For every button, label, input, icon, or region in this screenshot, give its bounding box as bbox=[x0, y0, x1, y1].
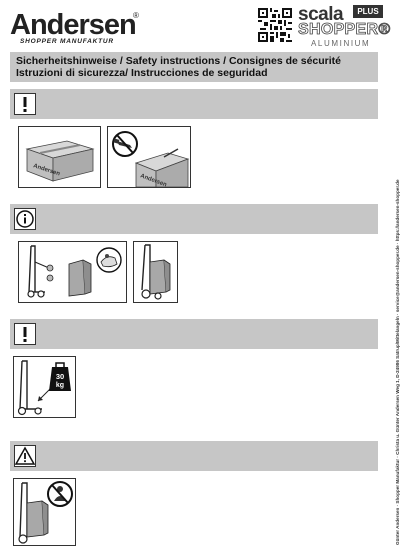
company-contact-vertical: Günter Andersen · Shopper Manufaktur · C… bbox=[387, 95, 400, 546]
weight-icon: 30 kg bbox=[49, 362, 71, 391]
section-2-header bbox=[10, 204, 378, 234]
no-knife-icon bbox=[112, 131, 138, 157]
brand-scala: scala bbox=[298, 4, 344, 25]
title-line-2: Istruzioni di sicurezza/ Instrucciones d… bbox=[16, 67, 268, 79]
section-1-header bbox=[10, 89, 378, 119]
info-icon bbox=[14, 208, 36, 230]
screws-icon bbox=[46, 264, 54, 282]
no-knife-illustration: Andersen bbox=[107, 126, 191, 188]
warning-triangle-icon bbox=[14, 445, 36, 467]
package-box-icon: Andersen bbox=[25, 140, 95, 182]
shopping-trolley-icon bbox=[18, 482, 49, 544]
logo-text: Andersen bbox=[10, 9, 137, 41]
section-3-header bbox=[10, 319, 378, 349]
bag-icon bbox=[68, 259, 92, 297]
trolley-frame-icon bbox=[27, 245, 50, 298]
max-load-illustration: 30 kg bbox=[13, 356, 76, 418]
logo-registered: ® bbox=[133, 11, 139, 20]
section-4-header bbox=[10, 441, 378, 471]
title-line-1: Sicherheitshinweise / Safety instruction… bbox=[16, 55, 342, 67]
trolley-frame-icon bbox=[17, 360, 42, 416]
weight-number: 30 bbox=[56, 372, 64, 381]
assembly-illustration bbox=[18, 241, 127, 303]
brand-aluminium: ALUMINIUM bbox=[311, 39, 371, 48]
brand-plus-badge: PLUS bbox=[353, 5, 383, 18]
contact-text: Günter Andersen · Shopper Manufaktur · C… bbox=[395, 179, 400, 546]
safety-title-bar: Sicherheitshinweise / Safety instruction… bbox=[10, 52, 378, 82]
hand-assembly-icon bbox=[96, 247, 122, 273]
exclamation-icon bbox=[14, 323, 36, 345]
qr-code-icon bbox=[258, 8, 292, 42]
assembled-trolley-illustration bbox=[133, 241, 178, 303]
box-illustration: Andersen bbox=[18, 126, 101, 188]
brand-shopper: SHOPPER® bbox=[298, 21, 391, 39]
no-children-illustration bbox=[13, 478, 76, 546]
no-child-icon bbox=[47, 481, 73, 507]
exclamation-icon bbox=[14, 93, 36, 115]
logo-subtitle: SHOPPER MANUFAKTUR bbox=[20, 38, 114, 45]
shopping-trolley-icon bbox=[141, 244, 171, 300]
weight-unit: kg bbox=[56, 382, 64, 389]
